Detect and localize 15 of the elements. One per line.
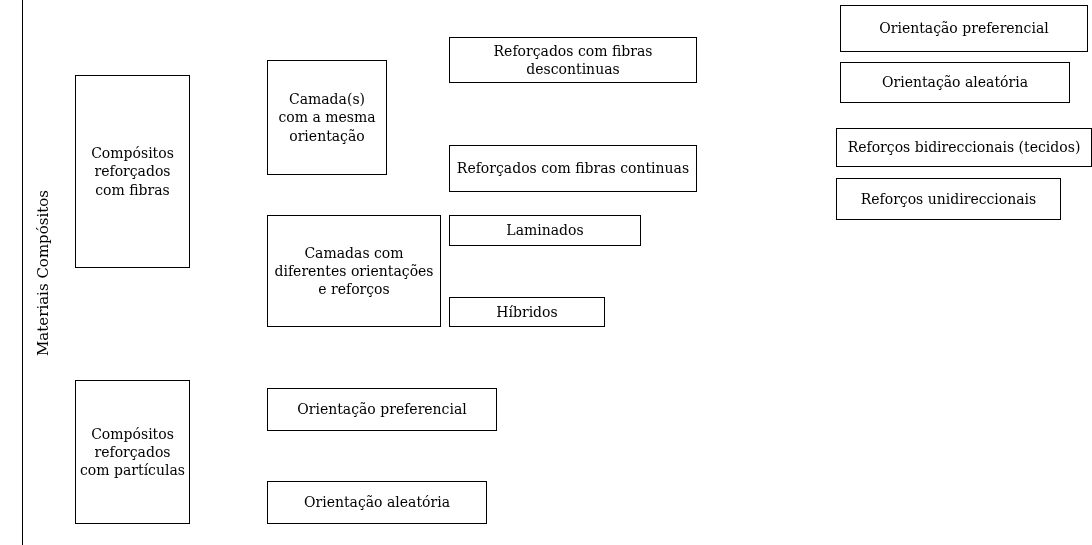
category-box: Orientação preferencial bbox=[840, 5, 1088, 52]
category-box: Híbridos bbox=[449, 297, 605, 327]
category-box: Laminados bbox=[449, 215, 641, 246]
category-box: Orientação preferencial bbox=[267, 388, 497, 431]
vertical-heading: Materiais Compósitos bbox=[33, 189, 52, 356]
category-box: Camada(s) com a mesma orientação bbox=[267, 60, 387, 175]
category-box: Compósitos reforçados com partículas bbox=[75, 380, 190, 524]
category-box: Compósitos reforçados com fibras bbox=[75, 75, 190, 268]
category-box: Orientação aleatória bbox=[267, 481, 487, 524]
category-box: Reforçados com fibras descontinuas bbox=[449, 37, 697, 83]
category-box: Reforços bidireccionais (tecidos) bbox=[836, 128, 1092, 167]
category-box: Camadas com diferentes orientações e reforços bbox=[267, 215, 441, 327]
category-box: Reforços unidireccionais bbox=[836, 178, 1061, 220]
category-box: Reforçados com fibras continuas bbox=[449, 145, 697, 192]
category-box: Orientação aleatória bbox=[840, 62, 1070, 103]
